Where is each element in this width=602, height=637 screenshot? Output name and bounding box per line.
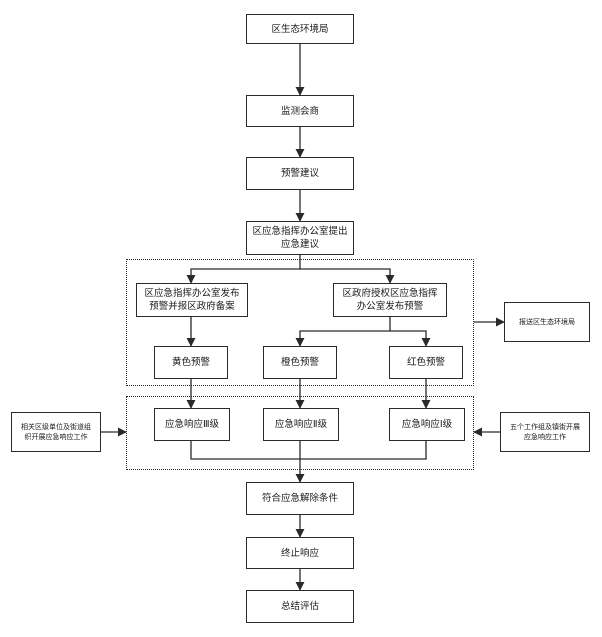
node-lift-conditions[interactable]: 符合应急解除条件: [246, 482, 354, 515]
node-summary-evaluation[interactable]: 总结评估: [246, 590, 354, 623]
arrow-propose-yellow-publish: [186, 255, 301, 284]
node-meeting[interactable]: 监测会商: [246, 95, 354, 127]
node-suggest[interactable]: 预警建议: [246, 157, 354, 190]
response-group: [126, 396, 474, 470]
arrow-red-publish-orange: [295, 317, 391, 347]
arrow-red-publish-red: [390, 330, 431, 347]
publish-group: [126, 259, 474, 386]
node-propose[interactable]: 区应急指挥办公室提出 应急建议: [246, 221, 354, 255]
node-right-groups[interactable]: 五个工作组及镇街开展 应急响应工作: [500, 412, 590, 452]
node-stop-response[interactable]: 终止响应: [246, 537, 354, 569]
node-bureau[interactable]: 区生态环境局: [246, 14, 354, 44]
node-response-level-3[interactable]: 应急响应Ⅲ级: [154, 408, 230, 441]
node-orange-warning[interactable]: 橙色预警: [263, 346, 337, 379]
node-yellow-warning[interactable]: 黄色预警: [154, 346, 228, 379]
merge-resp3: [190, 441, 427, 460]
arrow-propose-red-publish: [300, 268, 395, 284]
node-report[interactable]: 报送区生态环境局: [504, 302, 590, 342]
node-response-level-1[interactable]: 应急响应Ⅰ级: [389, 408, 465, 441]
node-yellow-publish[interactable]: 区应急指挥办公室发布 预警并报区政府备案: [136, 283, 248, 317]
node-red-warning[interactable]: 红色预警: [389, 346, 463, 379]
node-response-level-2[interactable]: 应急响应Ⅱ级: [263, 408, 339, 441]
node-left-units[interactable]: 相关区级单位及街道组 织开展应急响应工作: [11, 412, 101, 452]
node-red-publish[interactable]: 区政府授权区应急指挥 办公室发布预警: [333, 283, 447, 317]
